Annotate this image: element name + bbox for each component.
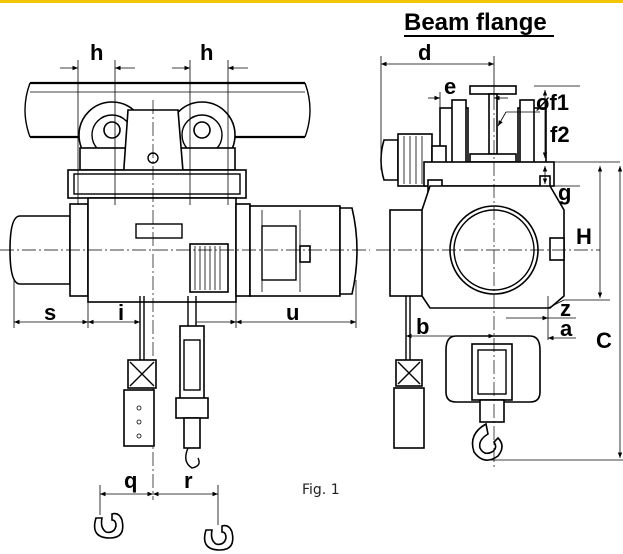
beam-flange-section [469, 85, 517, 163]
figure-caption: Fig. 1 [302, 482, 340, 498]
label-b: b [416, 314, 429, 339]
dimension-H [564, 166, 610, 301]
label-u: u [286, 300, 299, 325]
label-z: z [560, 296, 571, 321]
dimension-C [488, 166, 623, 461]
top-accent-bar [0, 0, 623, 3]
dimension-h-left [60, 60, 135, 205]
dimension-f1 [497, 111, 540, 127]
bottom-hooks [93, 485, 234, 551]
label-h-right: h [200, 40, 213, 65]
end-view [376, 56, 623, 470]
label-q: q [124, 468, 137, 493]
label-f2: f2 [550, 122, 570, 147]
end-trolley-frame [423, 161, 555, 187]
label-s: s [44, 300, 56, 325]
hook-block [175, 296, 209, 469]
label-g: g [558, 180, 571, 205]
label-a: a [560, 316, 573, 341]
dimension-b [405, 320, 494, 340]
label-C: C [596, 328, 612, 353]
end-pendant [393, 296, 425, 449]
end-hook-block [445, 335, 541, 461]
trolley-plate [67, 109, 247, 199]
label-d: d [418, 40, 431, 65]
label-e: e [444, 74, 456, 99]
pendant-control [123, 296, 157, 447]
label-i: i [118, 300, 124, 325]
dimension-e [428, 92, 508, 110]
hoist-housing [389, 185, 565, 309]
label-H: H [576, 224, 592, 249]
side-view [0, 60, 370, 551]
dimension-h-right [172, 60, 248, 205]
label-r: r [184, 468, 193, 493]
label-f1: øf1 [536, 90, 569, 115]
label-h-left: h [90, 40, 103, 65]
beam-flange-title: Beam flange [404, 9, 547, 36]
dimension-f2-g [534, 85, 620, 187]
dimension-z-a [506, 296, 576, 341]
dimension-d [380, 56, 495, 170]
dimension-s-i-u [13, 280, 357, 328]
